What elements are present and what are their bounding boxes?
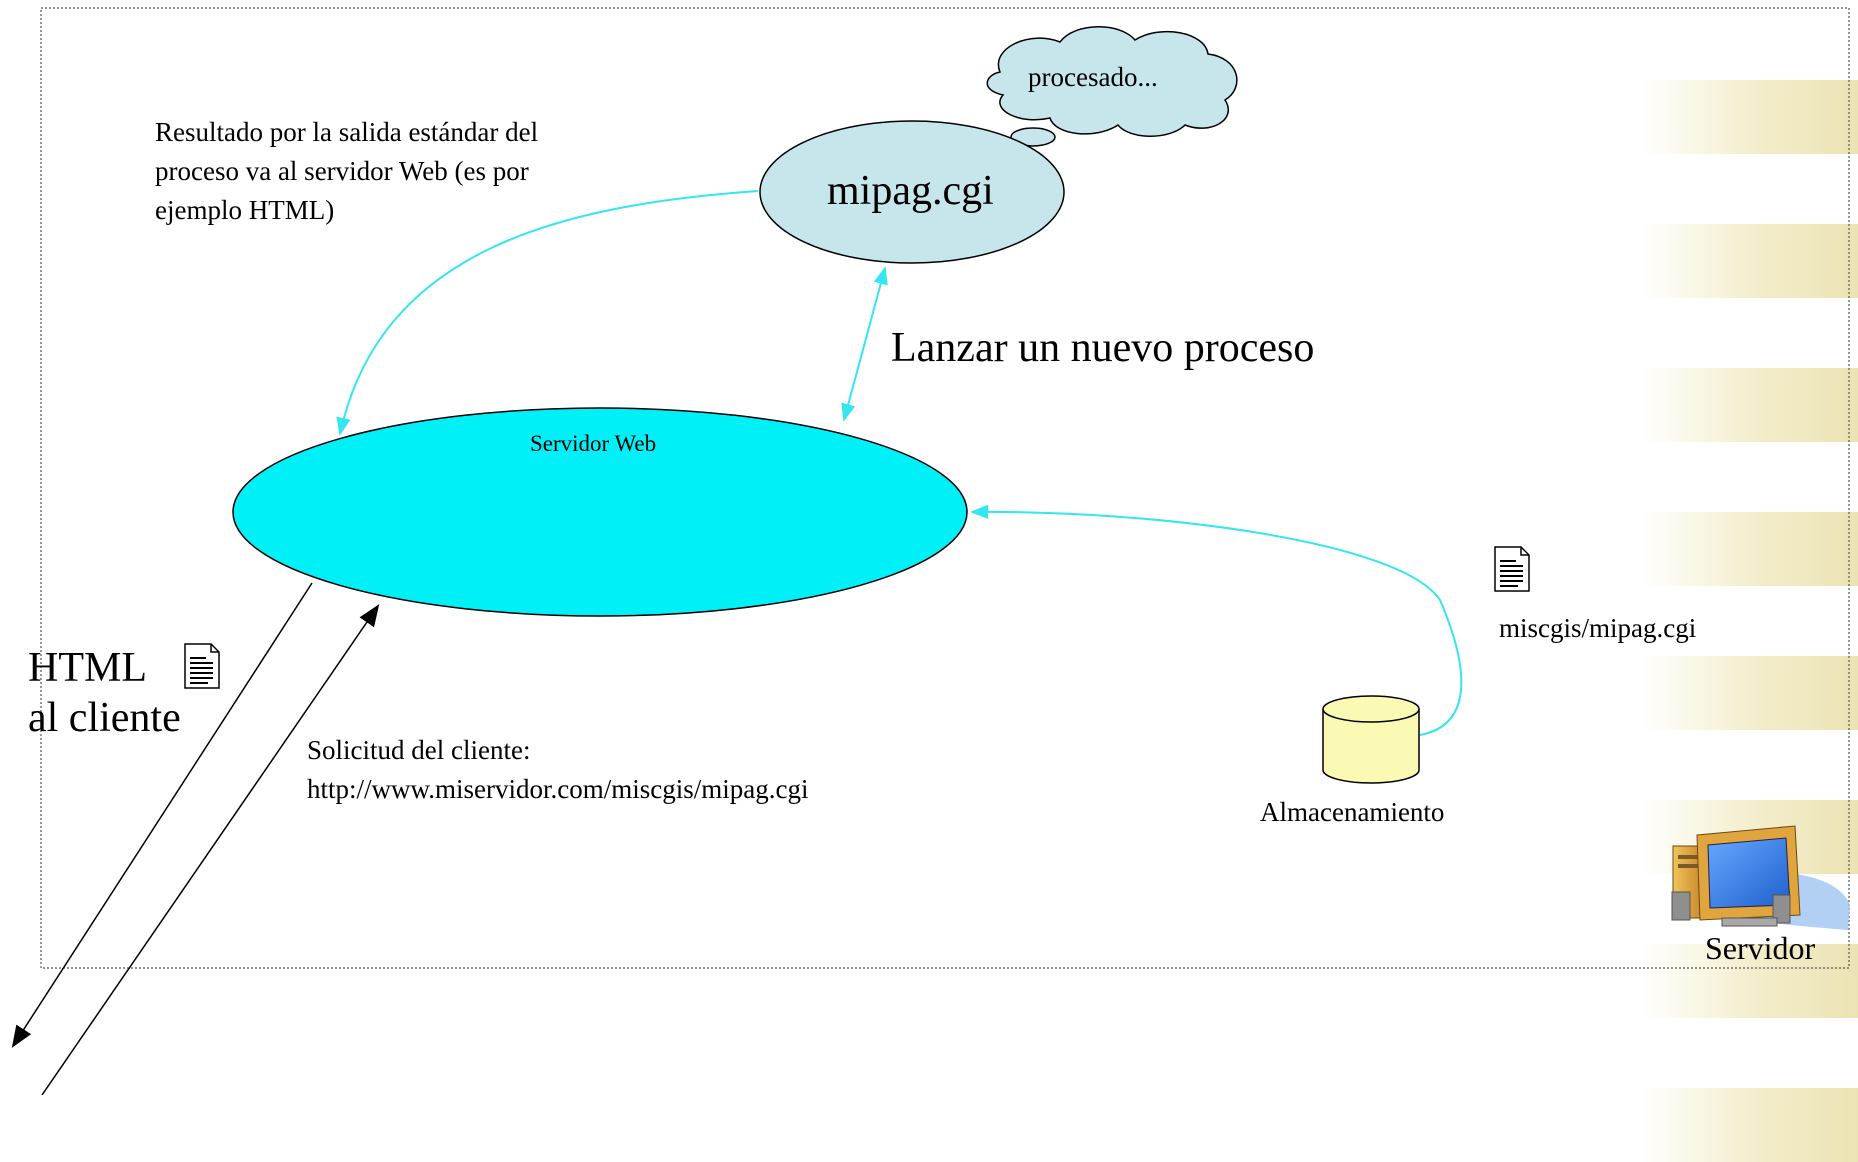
- document-icon: [1494, 546, 1530, 592]
- document-icon: [184, 643, 220, 689]
- cgi-label: mipag.cgi: [827, 168, 994, 214]
- client-request-label: Solicitud del cliente: http://www.miserv…: [307, 735, 809, 804]
- launch-process-label: Lanzar un nuevo proceso: [891, 325, 1315, 371]
- web-server-label: Servidor Web: [530, 431, 657, 456]
- thought-cloud-icon: [986, 26, 1238, 165]
- background-stripe: [1640, 944, 1858, 1018]
- html-to-client-arrow: [11, 582, 313, 1048]
- launch-process-arrow: [841, 266, 888, 422]
- web-server-ellipse: [232, 407, 968, 617]
- background-stripe: [1640, 224, 1858, 298]
- database-cylinder-icon: [1322, 695, 1420, 784]
- desktop-computer-icon: [1671, 825, 1850, 930]
- file-path-label: miscgis/mipag.cgi: [1499, 613, 1697, 643]
- cgi-process-ellipse: [759, 120, 1065, 264]
- output-arrow: [336, 190, 759, 436]
- thought-label: procesado...: [1028, 62, 1158, 92]
- background-stripe: [1640, 1088, 1858, 1162]
- background-stripe: [1640, 80, 1858, 154]
- background-stripe: [1640, 656, 1858, 730]
- background-stripe: [1640, 368, 1858, 442]
- background-stripe: [1640, 512, 1858, 586]
- storage-arrow: [970, 504, 1463, 736]
- diagram-canvas: [11, 7, 1850, 1095]
- client-request-arrow: [41, 604, 380, 1095]
- html-client-label: HTML al cliente: [28, 645, 181, 741]
- diagram-frame: [40, 7, 1850, 969]
- server-label: Servidor: [1705, 930, 1816, 966]
- storage-label: Almacenamiento: [1260, 797, 1445, 827]
- output-note: Resultado por la salida estándar del pro…: [155, 117, 539, 225]
